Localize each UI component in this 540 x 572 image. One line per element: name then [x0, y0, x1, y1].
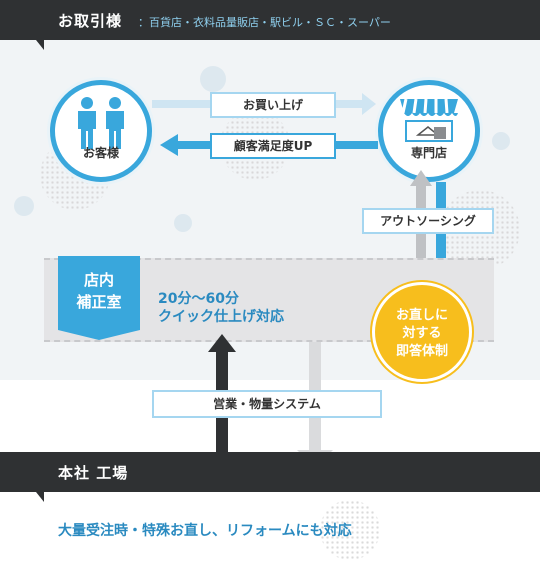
people-icon — [78, 97, 124, 149]
customer-label: お客様 — [82, 146, 119, 160]
purchase-arrow-head — [362, 93, 376, 115]
decor-circle — [492, 132, 510, 150]
store-room-badge-line2: 補正室 — [76, 293, 122, 311]
store-room-description: 20分〜60分 クイック仕上げ対応 — [158, 290, 284, 326]
store-room-badge-tail — [58, 330, 140, 340]
decor-dots — [320, 500, 380, 560]
bottom-text: 大量受注時・特殊お直し、リフォームにも対応 — [58, 523, 352, 539]
store-room-desc-line1: 20分〜60分 — [158, 291, 239, 307]
bottom-banner-tail — [36, 492, 44, 502]
outsourcing-up-head — [410, 170, 432, 186]
satisfaction-label: 顧客満足度UP — [233, 139, 313, 153]
system-up-head — [208, 334, 236, 352]
quick-response-badge: お直しに 対する 即答体制 — [372, 282, 472, 382]
store-room-desc-line2: クイック仕上げ対応 — [158, 309, 284, 325]
decor-circle — [174, 214, 192, 232]
quick-response-line1: お直しに — [395, 308, 448, 323]
satisfaction-label-box: 顧客満足度UP — [210, 133, 336, 159]
outsourcing-label: アウトソーシング — [380, 214, 476, 228]
top-banner: お取引様 ：百貨店・衣料品量販店・駅ビル・ＳＣ・スーパー — [0, 0, 540, 50]
purchase-label: お買い上げ — [242, 98, 303, 112]
quick-response-line2: 対する — [402, 326, 442, 341]
banner-title: お取引様 — [58, 12, 123, 30]
bottom-banner-title: 本社 工場 — [58, 464, 129, 482]
system-label: 営業・物量システム — [213, 397, 321, 411]
bottom-banner: 本社 工場 — [0, 452, 540, 502]
shop-node: 専門店 — [378, 80, 480, 182]
decor-circle — [200, 66, 226, 92]
banner-subtitle: ：百貨店・衣料品量販店・駅ビル・ＳＣ・スーパー — [138, 16, 391, 29]
quick-response-line3: 即答体制 — [395, 344, 448, 359]
storefront-icon — [400, 98, 458, 142]
shop-label: 専門店 — [410, 146, 447, 160]
satisfaction-arrow-head — [160, 134, 178, 156]
system-label-box: 営業・物量システム — [152, 390, 382, 418]
purchase-label-box: お買い上げ — [210, 92, 336, 118]
outsourcing-label-box: アウトソーシング — [362, 208, 494, 234]
store-room-badge: 店内 補正室 — [58, 256, 140, 330]
store-room-badge-line1: 店内 — [83, 271, 114, 289]
banner-tail — [36, 40, 44, 50]
decor-circle — [14, 196, 34, 216]
customer-node: お客様 — [50, 80, 152, 182]
